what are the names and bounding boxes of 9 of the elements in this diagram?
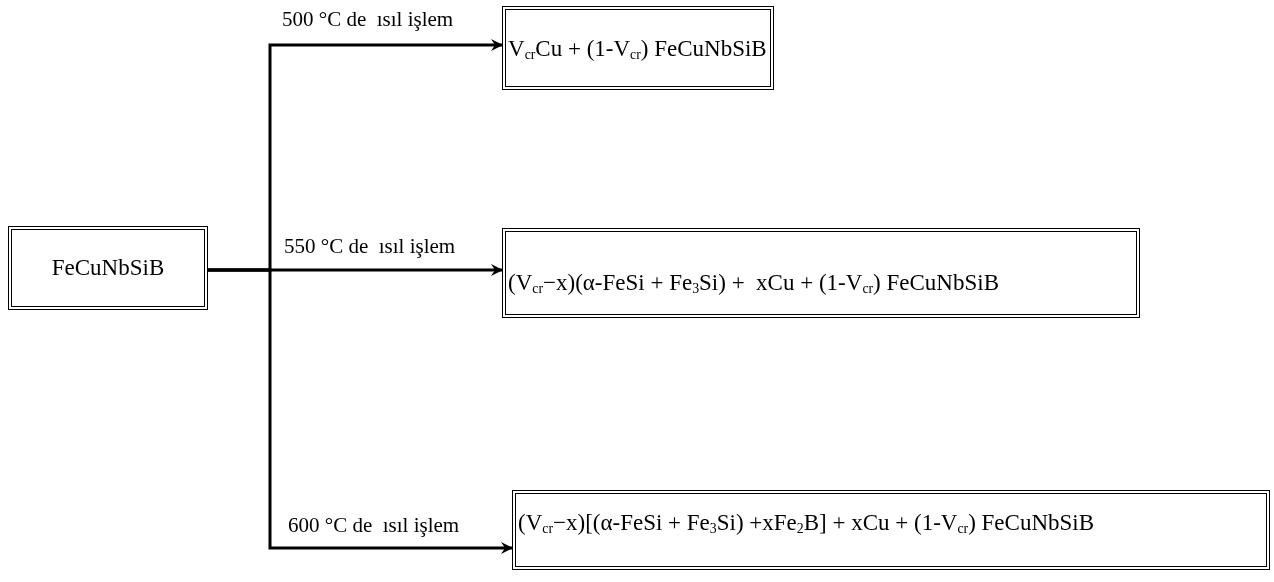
process-box [502,6,774,90]
formula-text: (V$_{cr}$−x)(α-FeSi + Fe$_{3}$Si) + xCu + (1-V$_{cr}$) FeCuNbSiB [508,270,999,297]
arrow [208,268,513,554]
process-box [502,228,1140,318]
formula-text: V$_{cr}$Cu + (1-V$_{cr}$) FeCuNbSiB [508,36,767,63]
formula-text: FeCuNbSiB [51,255,165,281]
formula-text: (V$_{cr}$−x)[(α-FeSi + Fe$_{3}$Si) +xFe$_{2}$B] + xCu + (1-V$_{cr}$) FeCuNbSiB [518,510,1094,537]
process-box [8,226,208,310]
process-box [512,490,1270,570]
